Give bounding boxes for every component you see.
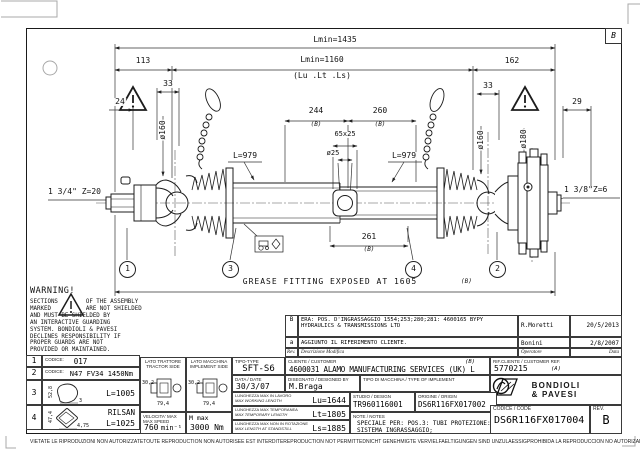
dim-l979-right: L=979 (390, 151, 418, 161)
designer-cell: DISEGNATO / DESIGNED BY M.Braga (285, 375, 360, 392)
dim-l979-left: L=979 (231, 151, 259, 161)
part-row-num: 3 (26, 380, 42, 405)
dim-dia25: ø25 (325, 149, 341, 158)
grease-note-ref: (B) (460, 278, 473, 286)
dim-260-ref: (B) (373, 121, 387, 129)
implement-side-cell: LATO MACCHINA IMPLEMENT SIDE 30,2 79,4 (186, 357, 232, 412)
spline-spec-right: 1 3/8"Z=6 (563, 185, 609, 195)
dim-lmin-inner: Lmin=1160 (299, 55, 345, 65)
customer-cell: CLIENTE / CUSTOMER (B) 4600031 ALAMO MAN… (285, 357, 490, 375)
balloon-pos-1: 1 (119, 261, 136, 278)
sheet-rev-marker: B (605, 28, 622, 44)
part-row-value: CODICE: N47 FV34 1450Nm (42, 367, 140, 380)
max-torque-cell: M max 3000 Nm (186, 412, 232, 434)
rev-row-description: ERA: POS. D'INGRASSAGGIO 1554;253;280;28… (298, 315, 518, 337)
studio-cell: STUDIO / DESIGN TR960116001 (350, 392, 415, 412)
max-speed-cell: VELOCITA' MAX MAX SPEED 760 min⁻¹ (140, 412, 186, 434)
yoke-end-sketch (150, 378, 182, 398)
balloon-pos-3: 3 (222, 261, 239, 278)
dim-lmin-total: Lmin=1435 (312, 35, 358, 45)
rev-header-letter: Rev. (285, 348, 298, 357)
dim-dia180: ø180 (518, 128, 529, 150)
rev-header-description: Descrizione Modifica (298, 348, 518, 357)
brand-cell: BONDIOLI & PAVESI (490, 375, 622, 405)
balloon-pos-2: 2 (489, 261, 506, 278)
part-row-sketch-inner-tube: 47,4 4,75 RILSAN L=1025 (42, 405, 140, 430)
dim-244: 244 (307, 106, 325, 116)
dim-33-left: 33 (162, 79, 174, 89)
type-cell: TIPO-TYPE SFT-S6 (232, 357, 285, 375)
part-row-num: 4 (26, 405, 42, 430)
rev-row-operator: Bonini (518, 337, 570, 348)
warning-title: WARNING! (30, 286, 75, 296)
brand-line2: & PAVESI (531, 390, 578, 399)
notice-de: NICHT GENEHMIGTE VERVIELFAELTIGUNGEN SIN… (366, 439, 527, 445)
grease-note: GREASE FITTING EXPOSED AT 1605 (241, 277, 419, 287)
dim-244-ref: (B) (309, 121, 323, 129)
implement-type-cell: TIPO DI MACCHINA / TYPE OF IMPLEMENT (360, 375, 490, 392)
yoke-end-sketch (196, 378, 228, 398)
dim-33-right: 33 (482, 81, 494, 91)
origin-cell: ORIGINE / ORIGIN DS6R116FX017002 (415, 392, 497, 412)
warning-line: SECTIONS OF THE ASSEMBLY (30, 299, 139, 305)
warning-line: AN INTERACTIVE GUARDING (30, 319, 111, 326)
rev-row-date: 20/5/2013 (570, 315, 622, 337)
dim-lmin-inner-note: (Lu .Lt .Ls) (292, 71, 352, 81)
length-standstill-cell: LUNGHEZZA MAX NON IN ROTAZIONE MAX LENGT… (232, 420, 350, 434)
spline-spec-left: 1 3/4" Z=20 (47, 187, 102, 197)
dim-29: 29 (571, 97, 583, 107)
customer-ref-cell: RIF.CLIENTE / CUSTOMER REF. 5770215 (A) (490, 357, 622, 375)
reproduction-notices: VIETATE LE RIPRODUZIONI NON AUTORIZZATE … (30, 439, 640, 445)
part-row-num: 2 (26, 367, 42, 380)
rev-row-date: 2/8/2007 (570, 337, 622, 348)
rev-header-date: Data (570, 348, 622, 357)
dim-162: 162 (503, 56, 521, 66)
date-cell: DATA / DATE 30/3/07 (232, 375, 285, 392)
rev-header-operator: Operatore (518, 348, 570, 357)
brand-line1: BONDIOLI (531, 381, 581, 390)
tractor-side-cell: LATO TRATTORE TRACTOR SIDE 30,2 79,4 (140, 357, 186, 412)
warning-line: SYSTEM. BONDIOLI & PAVESI (30, 326, 118, 333)
warning-block: WARNING! SECTIONS OF THE ASSEMBLY MARKED… (30, 286, 144, 354)
rev-cell: REV. B (590, 405, 622, 434)
notice-fr: TOUTE REPRODUCTION NON AUTORISEE EST INT… (143, 439, 284, 445)
notice-en: REPRODUCTION NOT PERMITTED (283, 439, 366, 445)
part-row-num: 1 (26, 355, 42, 367)
part-row-sketch-outer-tube: 52,8 3 L=1005 (42, 380, 140, 405)
warning-line: DECLINES RESPONSIBILITY IF (30, 333, 121, 340)
dim-260: 260 (371, 106, 389, 116)
dim-65x25: 65x25 (333, 130, 357, 139)
warning-line: PROPER GUARDS ARE NOT (30, 340, 104, 347)
length-temporary-cell: LUNGHEZZA MAX TEMPORANEA MAX TEMPORARY L… (232, 406, 350, 420)
code-cell: CODICE / CODE DS6R116FX017004 (490, 405, 590, 434)
dim-261: 261 (360, 232, 378, 242)
balloon-pos-4: 4 (405, 261, 422, 278)
rev-row-letter: B (285, 315, 298, 337)
warning-line: AND MUST BE SHIELDED BY (30, 312, 111, 319)
notice-it: VIETATE LE RIPRODUZIONI NON AUTORIZZATE (30, 439, 144, 445)
warning-line: PROVIDED OR MAINTAINED. (30, 347, 111, 354)
dim-24: 24 (114, 97, 126, 107)
dim-261-ref: (B) (362, 246, 376, 254)
brand-name: BONDIOLI & PAVESI (532, 381, 581, 399)
dim-dia160-right: ø160 (475, 129, 486, 151)
dim-113: 113 (134, 56, 152, 66)
notes-cell: NOTE / NOTES SPECIALE PER: POS.3: TUBI P… (350, 412, 497, 434)
rev-row-operator: R.Moretti (518, 315, 570, 337)
warning-line: MARKED ARE NOT SHIELDED (30, 305, 142, 312)
length-working-cell: LUNGHEZZA MAX IN LAVORO MAX WORKING LENG… (232, 392, 350, 406)
rev-row-description: AGGIUNTO IL RIFERIMENTO CLIENTE. (298, 337, 518, 348)
notice-es: PROHIBIDA LA REPRODUCCION NO AUTORIZADA (526, 439, 640, 445)
lemon-profile-sketch (57, 383, 79, 404)
dim-dia160-left: ø160 (157, 119, 168, 141)
rev-row-letter: a (285, 337, 298, 348)
part-row-value: CODICE: 017 (42, 355, 140, 367)
